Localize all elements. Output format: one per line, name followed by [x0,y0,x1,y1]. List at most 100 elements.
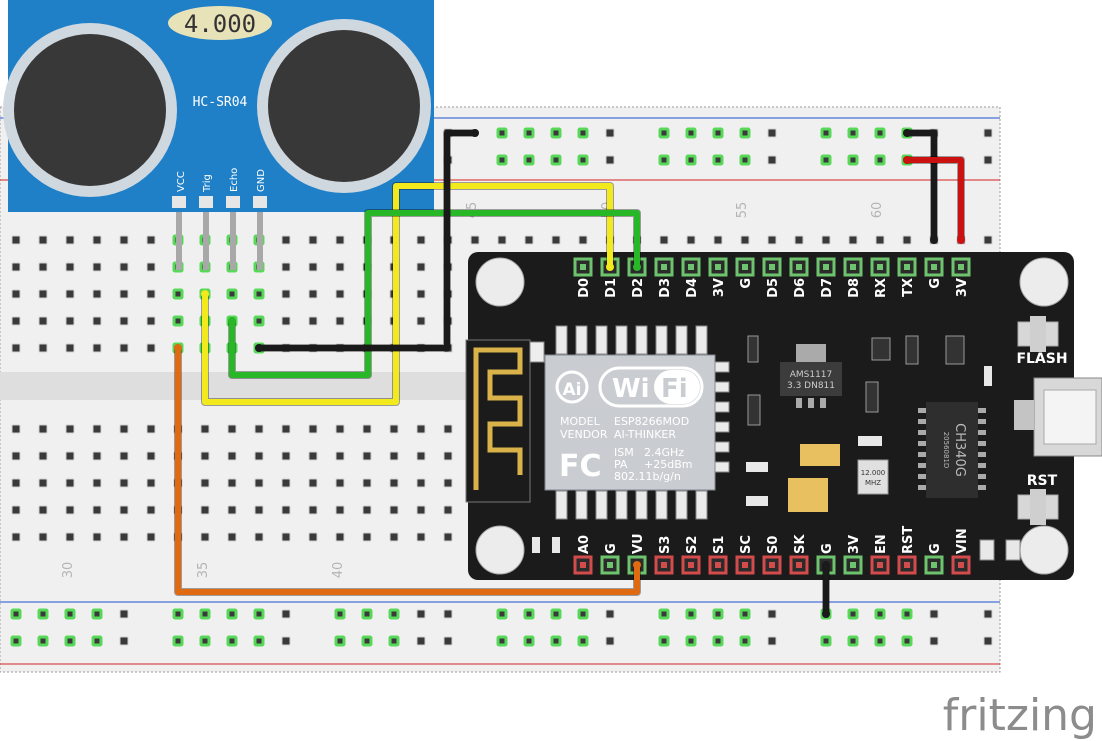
breadboard-hole [550,154,562,166]
board-pin-core [850,264,856,270]
breadboard-hole [308,262,318,272]
wire-black-rail-g-end[interactable] [930,236,938,244]
usb-port [1043,389,1097,445]
column-number: 40 [331,562,346,579]
board-pin-label: D5 [766,278,781,298]
breadboard-hole [92,289,102,299]
board-pin-label: D4 [685,278,700,298]
breadboard-hole [65,316,75,326]
wifi-logo-fi-bg [654,370,700,404]
wire-orange-vcc-vu-end[interactable] [633,561,641,569]
breadboard-hole [685,127,697,139]
breadboard-hole [281,532,291,542]
module-pad [695,325,708,355]
module-pads [555,325,730,520]
module-pad [655,325,668,355]
tantalum-cap [800,444,840,466]
wire-black-gnd-rail[interactable] [256,130,478,351]
wire-orange-vcc-vu-end[interactable] [174,344,182,352]
wire-black-rail-g[interactable] [904,130,937,243]
board-pin-label: D3 [658,278,673,298]
board-pin-label: D6 [793,278,808,298]
board-pin-label: D0 [577,278,592,298]
breadboard-hole [254,424,264,434]
breadboard-hole [308,532,318,542]
wire-black-g-bottom-rail-end[interactable] [822,610,830,618]
breadboard-hole [335,505,345,515]
breadboard-hole [10,635,22,647]
chip-leg [978,463,986,468]
breadboard-hole [739,635,751,647]
breadboard-hole [497,235,507,245]
breadboard-hole [199,608,211,620]
breadboard-hole [658,608,670,620]
breadboard-hole [335,451,345,461]
board-pin-core [796,264,802,270]
breadboard-hole [92,451,102,461]
flash-button-cap[interactable] [1030,316,1046,352]
wire-red-rail-3v[interactable] [904,157,964,243]
crystal-label-1: 12.000 [861,469,886,477]
wire-red-rail-3v-end[interactable] [903,156,911,164]
wire-black-gnd-rail-end[interactable] [255,344,263,352]
wire-green-echo-d2-end[interactable] [228,317,236,325]
breadboard-hole [119,505,129,515]
rst-button-cap[interactable] [1030,489,1046,525]
regulator-chip [780,362,842,396]
breadboard-hole [712,154,724,166]
chip-leg [918,474,926,479]
wire-black-rail-g-end[interactable] [903,129,911,137]
column-number: 35 [196,562,211,579]
wire-black-gnd-rail-end[interactable] [471,129,479,137]
board-pin-label: G [604,543,619,554]
breadboard-hole [443,609,453,619]
breadboard-hole [335,424,345,434]
breadboard-hole [443,636,453,646]
wire-black-g-bottom-rail-end[interactable] [822,561,830,569]
wire-yellow-trig-d1-end[interactable] [201,290,209,298]
breadboard-hole [119,451,129,461]
board-pin-label: G [928,278,943,289]
breadboard-hole [335,235,345,245]
sensor-pins [172,196,267,270]
smd-resistor [984,366,992,386]
board-pin-label: S1 [712,536,727,554]
wire-green-echo-d2-end[interactable] [633,263,641,271]
wire-yellow-trig-d1-end[interactable] [606,263,614,271]
breadboard-hole [335,289,345,299]
breadboard-hole [767,636,777,646]
breadboard-hole [902,235,912,245]
wire-yellow-trig-d1[interactable] [202,183,613,405]
chip-leg [918,441,926,446]
breadboard-hole [901,608,913,620]
module-pad [675,490,688,520]
breadboard-hole [38,505,48,515]
breadboard-hole [308,316,318,326]
wire-red-rail-3v-end[interactable] [957,236,965,244]
breadboard-hole [65,532,75,542]
breadboard-hole [119,636,129,646]
breadboard-hole [875,235,885,245]
breadboard-hole [200,532,210,542]
breadboard-hole [38,478,48,488]
breadboard-hole [389,424,399,434]
breadboard-hole [227,451,237,461]
board-pin-core [688,264,694,270]
breadboard-hole [334,608,346,620]
breadboard-hole [11,235,21,245]
breadboard-hole [416,609,426,619]
module-pad [615,490,628,520]
board-pin-label: D1 [604,278,619,298]
wire-green-echo-d2[interactable] [229,210,640,378]
wire-orange-vcc-vu[interactable] [175,345,640,595]
breadboard-hole [281,636,291,646]
breadboard-hole [416,505,426,515]
breadboard-hole [496,127,508,139]
sensor-crystal [168,6,272,40]
breadboard-hole [11,424,21,434]
breadboard-hole [281,289,291,299]
board-pin-core [877,264,883,270]
